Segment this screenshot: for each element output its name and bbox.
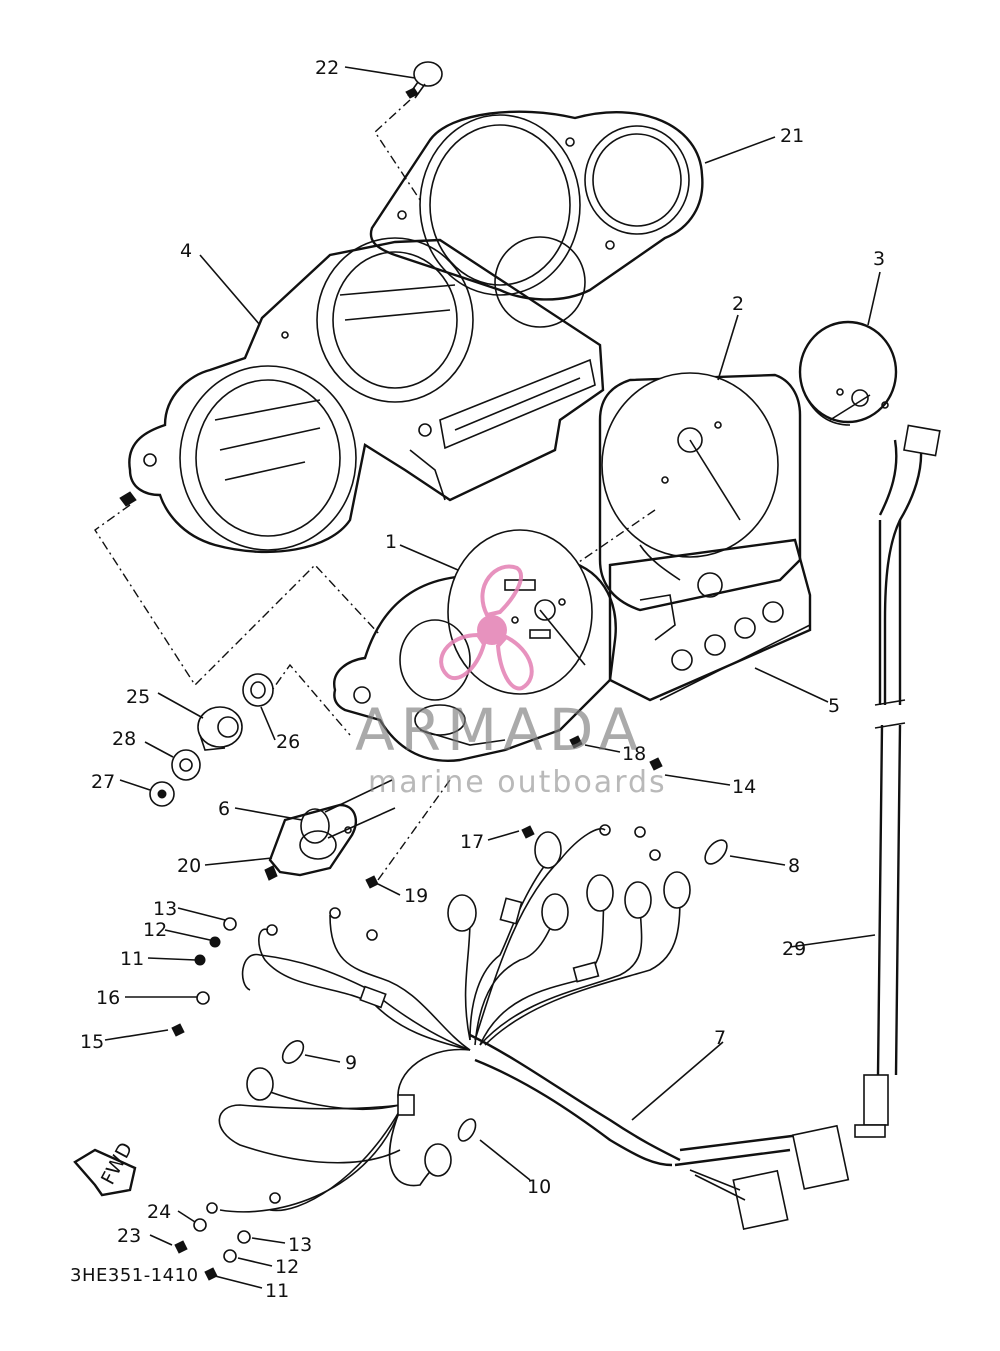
part-number-labels: 22 21 3 2 4 1 5 25 26 28 27 6 20 19 17 1… — [70, 57, 885, 1302]
label-17: 17 — [460, 831, 484, 853]
part-22-screw — [374, 61, 443, 201]
label-11a: 11 — [120, 948, 144, 970]
label-18: 18 — [622, 743, 646, 765]
watermark-brand: ARMADA — [355, 696, 644, 764]
label-22: 22 — [315, 57, 339, 79]
part-9-bulb — [281, 1039, 305, 1065]
label-12b: 12 — [275, 1256, 299, 1278]
watermark-tagline: marine outboards — [368, 765, 667, 800]
label-24: 24 — [147, 1201, 171, 1223]
part-25-grommet — [197, 706, 243, 751]
label-15: 15 — [80, 1031, 104, 1053]
label-13a: 13 — [153, 898, 177, 920]
label-12a: 12 — [143, 919, 167, 941]
fwd-arrow: FWD — [73, 1139, 137, 1197]
label-19: 19 — [404, 885, 428, 907]
part-4-meter-case — [119, 236, 605, 554]
label-20: 20 — [177, 855, 201, 877]
label-1: 1 — [385, 531, 397, 553]
label-28: 28 — [112, 728, 136, 750]
label-29: 29 — [782, 938, 806, 960]
part-5-indicator-block — [659, 624, 811, 701]
label-25: 25 — [126, 686, 150, 708]
label-4: 4 — [180, 240, 192, 262]
part-3-gauge-cover — [798, 320, 898, 426]
label-26: 26 — [276, 731, 300, 753]
part-10-bulb — [457, 1118, 477, 1142]
label-8: 8 — [788, 855, 800, 877]
label-6: 6 — [218, 798, 230, 820]
part-28-washer — [171, 749, 201, 781]
part-21-meter-panel — [369, 110, 704, 301]
label-23: 23 — [117, 1225, 141, 1247]
label-9: 9 — [345, 1052, 357, 1074]
part-20-bracket — [264, 803, 357, 881]
label-2: 2 — [732, 293, 744, 315]
label-14: 14 — [732, 776, 756, 798]
part-1-speedometer — [333, 529, 617, 762]
part-2-tachometer — [559, 372, 812, 702]
label-16: 16 — [96, 987, 120, 1009]
part-8-bulb — [704, 839, 728, 865]
armada-watermark: ARMADA marine outboards — [355, 564, 667, 800]
leader-lines — [104, 66, 881, 1289]
armada-logo-icon — [439, 564, 534, 691]
part-7-wire-harness — [206, 824, 850, 1230]
diagram-code: 3HE351-1410 — [70, 1265, 199, 1286]
label-13b: 13 — [288, 1234, 312, 1256]
part-26-collar — [242, 673, 274, 707]
label-21: 21 — [780, 125, 804, 147]
small-fasteners-left — [171, 735, 663, 1037]
part-29-speedometer-cable — [854, 424, 941, 1138]
label-10: 10 — [527, 1176, 551, 1198]
label-3: 3 — [873, 248, 885, 270]
label-27: 27 — [91, 771, 115, 793]
label-5: 5 — [828, 695, 840, 717]
part-27-nut — [149, 781, 175, 807]
label-11b: 11 — [265, 1280, 289, 1302]
label-7: 7 — [714, 1027, 726, 1049]
